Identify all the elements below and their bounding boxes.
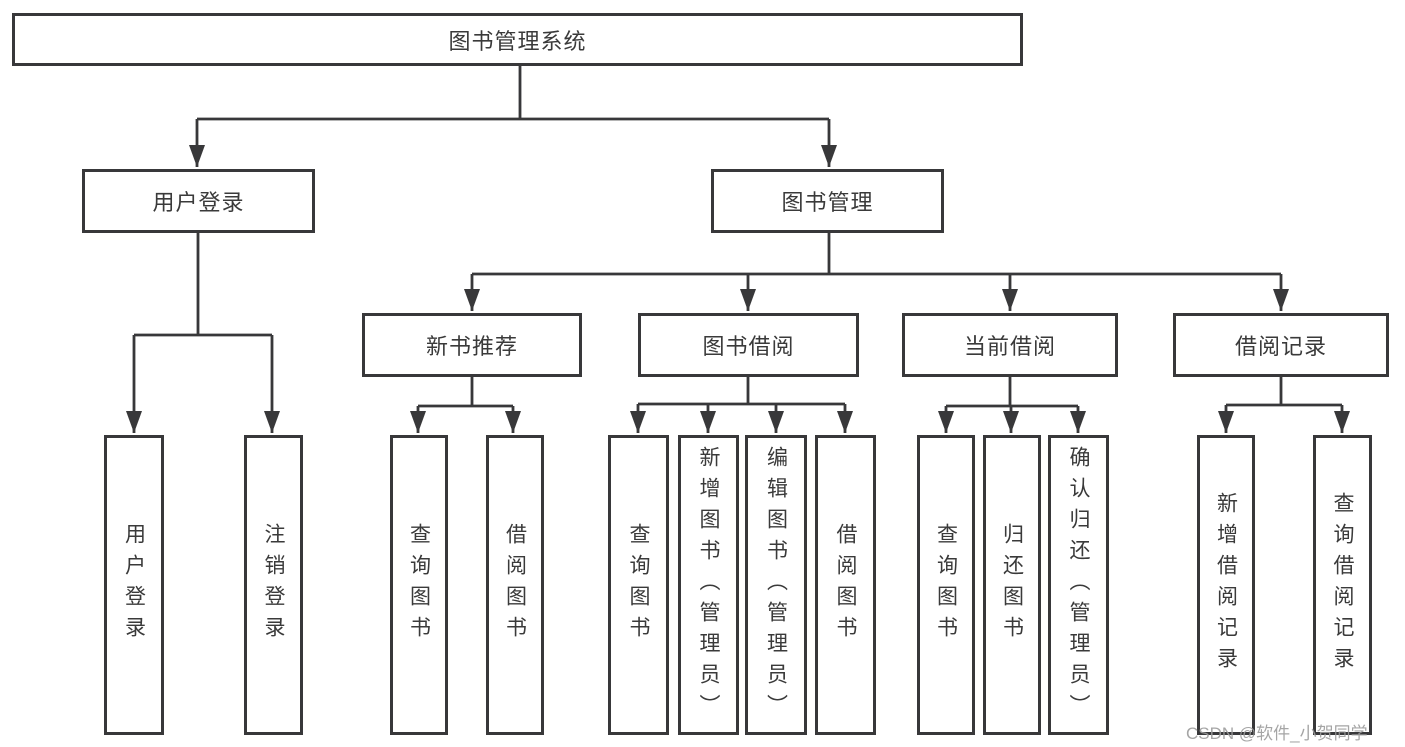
leaf-edit-books-admin-label: 编辑图书（管理员） bbox=[764, 445, 788, 725]
leaf-query-borrow-record: 查询借阅记录 bbox=[1313, 435, 1372, 735]
node-current-borrow: 当前借阅 bbox=[902, 313, 1118, 377]
node-new-book-recommend: 新书推荐 bbox=[362, 313, 582, 377]
node-root-system: 图书管理系统 bbox=[12, 13, 1023, 66]
leaf-return-books: 归还图书 bbox=[983, 435, 1041, 735]
node-borrow-records: 借阅记录 bbox=[1173, 313, 1389, 377]
node-current-borrow-label: 当前借阅 bbox=[963, 334, 1056, 359]
leaf-borrow-books-recommend: 借阅图书 bbox=[486, 435, 544, 735]
connector-root-to-level2 bbox=[189, 66, 837, 167]
node-root-system-label: 图书管理系统 bbox=[448, 28, 587, 54]
leaf-borrow-books: 借阅图书 bbox=[815, 435, 876, 735]
node-new-book-recommend-label: 新书推荐 bbox=[425, 334, 518, 359]
leaf-query-books-borrow: 查询图书 bbox=[608, 435, 669, 735]
leaf-query-books-recommend-label: 查询图书 bbox=[407, 523, 431, 647]
leaf-add-borrow-record-label: 新增借阅记录 bbox=[1214, 492, 1238, 678]
leaf-logout: 注销登录 bbox=[244, 435, 303, 735]
node-user-login-branch-label: 用户登录 bbox=[152, 190, 245, 215]
node-user-login-branch: 用户登录 bbox=[82, 169, 315, 233]
leaf-user-login: 用户登录 bbox=[104, 435, 164, 735]
node-book-borrow-label: 图书借阅 bbox=[702, 334, 795, 359]
node-book-borrow: 图书借阅 bbox=[638, 313, 859, 377]
node-book-management-branch-label: 图书管理 bbox=[781, 190, 874, 215]
node-borrow-records-label: 借阅记录 bbox=[1234, 334, 1327, 359]
node-book-management-branch: 图书管理 bbox=[711, 169, 944, 233]
leaf-logout-label: 注销登录 bbox=[262, 523, 285, 647]
leaf-add-borrow-record: 新增借阅记录 bbox=[1197, 435, 1255, 735]
connector-book-management-to-level3 bbox=[464, 233, 1289, 311]
leaf-query-borrow-record-label: 查询借阅记录 bbox=[1331, 492, 1354, 678]
leaf-add-books-admin: 新增图书（管理员） bbox=[678, 435, 739, 735]
leaf-add-books-admin-label: 新增图书（管理员） bbox=[697, 445, 720, 725]
connector-borrow-records-children bbox=[1218, 377, 1350, 433]
leaf-query-books-borrow-label: 查询图书 bbox=[627, 523, 650, 647]
leaf-confirm-return-admin-label: 确认归还（管理员） bbox=[1067, 445, 1090, 725]
connector-new-book-recommend-children bbox=[410, 377, 521, 433]
leaf-query-books-current: 查询图书 bbox=[917, 435, 975, 735]
leaf-edit-books-admin: 编辑图书（管理员） bbox=[745, 435, 807, 735]
connector-user-login-children bbox=[126, 233, 280, 433]
connector-book-borrow-children bbox=[630, 377, 853, 433]
leaf-return-books-label: 归还图书 bbox=[1000, 523, 1024, 647]
connector-current-borrow-children bbox=[938, 377, 1086, 433]
leaf-borrow-books-recommend-label: 借阅图书 bbox=[503, 523, 527, 647]
leaf-query-books-recommend: 查询图书 bbox=[390, 435, 448, 735]
leaf-user-login-label: 用户登录 bbox=[122, 523, 146, 647]
leaf-confirm-return-admin: 确认归还（管理员） bbox=[1048, 435, 1109, 735]
leaf-borrow-books-label: 借阅图书 bbox=[834, 523, 857, 647]
csdn-watermark: CSDN @软件_小贺同学 bbox=[1186, 724, 1368, 743]
leaf-query-books-current-label: 查询图书 bbox=[934, 523, 958, 647]
